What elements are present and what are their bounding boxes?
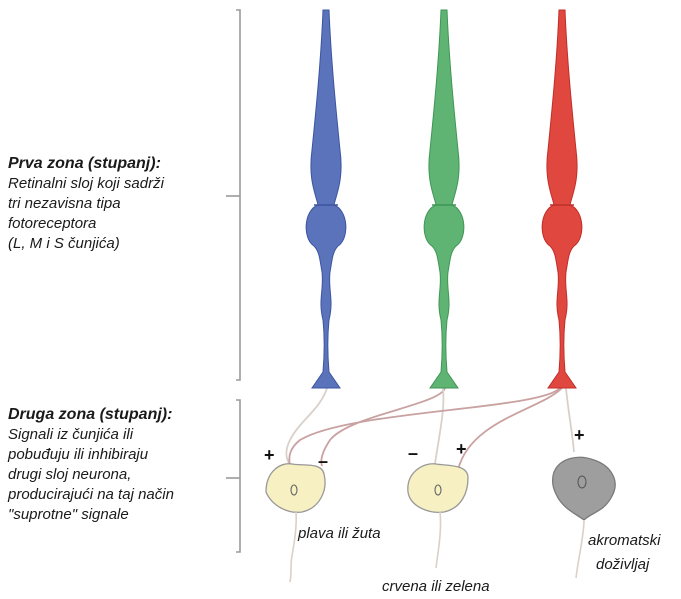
cone-cell-m (424, 10, 464, 388)
minus-sign: – (408, 444, 418, 462)
plus-sign: + (264, 446, 275, 464)
neuron-label-achromatic: akromatski (588, 532, 661, 549)
cone-cell-l (542, 10, 582, 388)
plus-sign: + (456, 440, 467, 458)
minus-sign: – (318, 452, 328, 470)
neuron-label-blue-yellow: plava ili žuta (298, 525, 381, 542)
neuron-red-green (408, 464, 468, 568)
neuron-label-red-green: crvena ili zelena (382, 578, 490, 595)
zone-bracket (226, 10, 240, 552)
connection-wires (286, 388, 574, 470)
plus-sign: + (574, 426, 585, 444)
cone-cell-s (306, 10, 346, 388)
neuron-label-achromatic-2: doživljaj (596, 556, 649, 573)
cone-group (306, 10, 582, 388)
neuron-yellow-blue (266, 464, 325, 582)
